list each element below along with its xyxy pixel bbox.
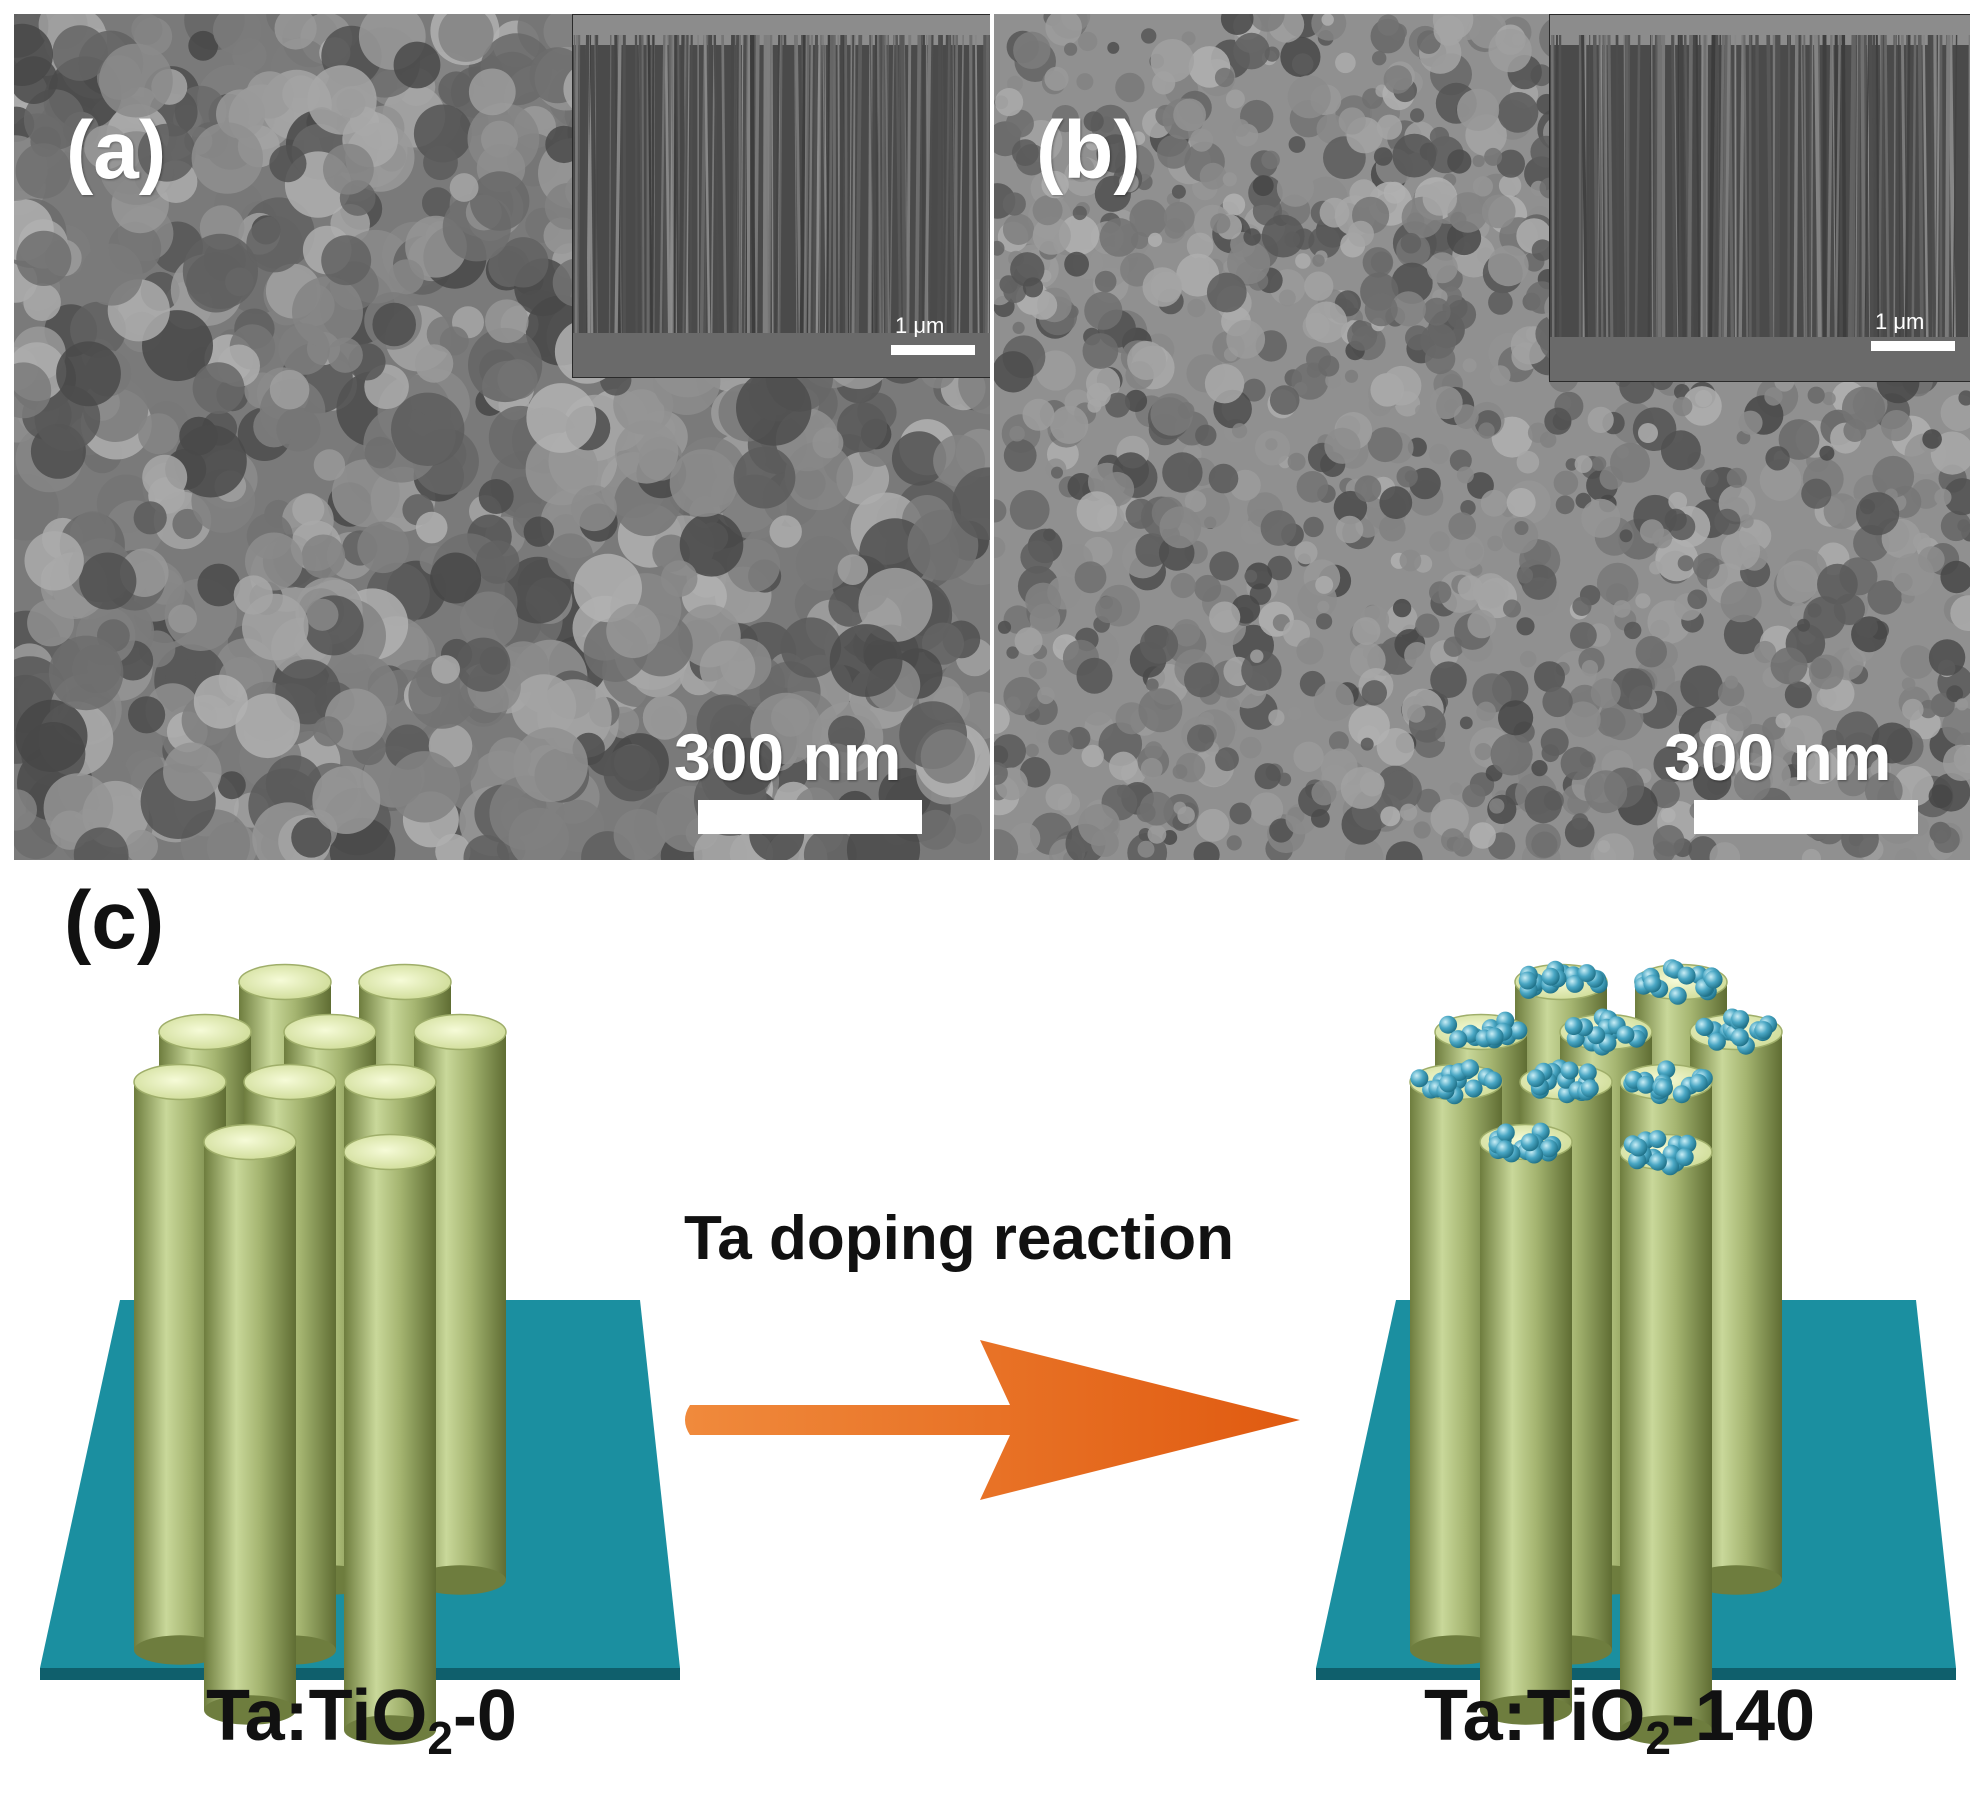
left-label-sub: 2	[427, 1712, 453, 1764]
right-label-sub: 2	[1645, 1712, 1671, 1764]
scale-bar-a	[698, 800, 922, 834]
sem-panel-b: (b) 1 μm 300 nm	[994, 14, 1970, 860]
inset-scale-text-a: 1 μm	[895, 313, 945, 338]
pristine-nanorod-array	[40, 963, 680, 1745]
inset-scale-bar-b	[1871, 341, 1955, 351]
inset-texture-b	[1550, 15, 1970, 381]
inset-texture-a	[573, 15, 990, 377]
sem-panel-a: (a) 1 μm 300 nm	[14, 14, 990, 860]
left-label-suffix: -0	[452, 1676, 517, 1756]
arrow-label: Ta doping reaction	[684, 1204, 1234, 1273]
scale-bar-text-a: 300 nm	[674, 720, 902, 794]
scale-bar-b	[1694, 800, 1918, 834]
right-sample-label: Ta:TiO2-140	[1424, 1680, 1815, 1761]
inset-cross-section-a: 1 μm	[572, 14, 990, 378]
inset-scale-text-b: 1 μm	[1875, 309, 1925, 334]
right-label-prefix: Ta:TiO	[1424, 1676, 1646, 1756]
inset-scale-bar-a	[891, 345, 975, 355]
panel-label-c: (c)	[64, 875, 165, 966]
left-sample-label: Ta:TiO2-0	[206, 1680, 517, 1761]
scale-bar-text-b: 300 nm	[1664, 720, 1892, 794]
panel-label-a: (a)	[66, 105, 167, 196]
doped-nanorod-array	[1316, 959, 1956, 1745]
right-label-suffix: -140	[1670, 1676, 1816, 1756]
inset-cross-section-b: 1 μm	[1549, 14, 1970, 382]
left-label-prefix: Ta:TiO	[206, 1676, 428, 1756]
panel-label-b: (b)	[1036, 105, 1141, 196]
reaction-arrow	[685, 1340, 1300, 1500]
schematic-illustration	[40, 959, 1956, 1745]
